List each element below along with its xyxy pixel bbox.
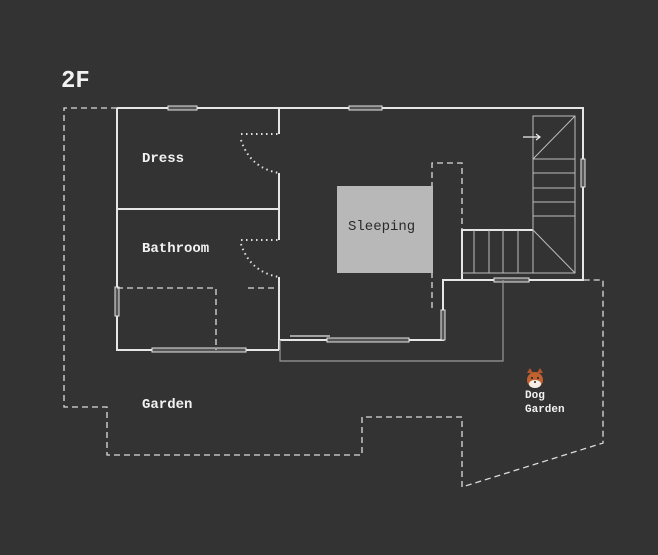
bathroom-fixtures [117, 287, 279, 350]
garden-boundary [63, 107, 604, 488]
shiba-dog-icon [527, 368, 543, 388]
room-label-dog-garden: Garden [525, 404, 565, 416]
room-label-dress: Dress [142, 151, 185, 167]
floor-label: 2F [61, 68, 90, 95]
room-label-dog: Dog [525, 390, 545, 402]
stairs [462, 115, 576, 274]
room-label-bathroom: Bathroom [142, 241, 210, 257]
closet-outline [431, 162, 463, 308]
room-label-sleeping: Sleeping [348, 219, 416, 235]
arrow-right-icon [523, 133, 541, 141]
doors [240, 133, 280, 278]
room-label-garden: Garden [142, 397, 193, 413]
balcony-outline [279, 280, 504, 362]
sleeping-area [337, 186, 433, 273]
windows [114, 105, 586, 353]
